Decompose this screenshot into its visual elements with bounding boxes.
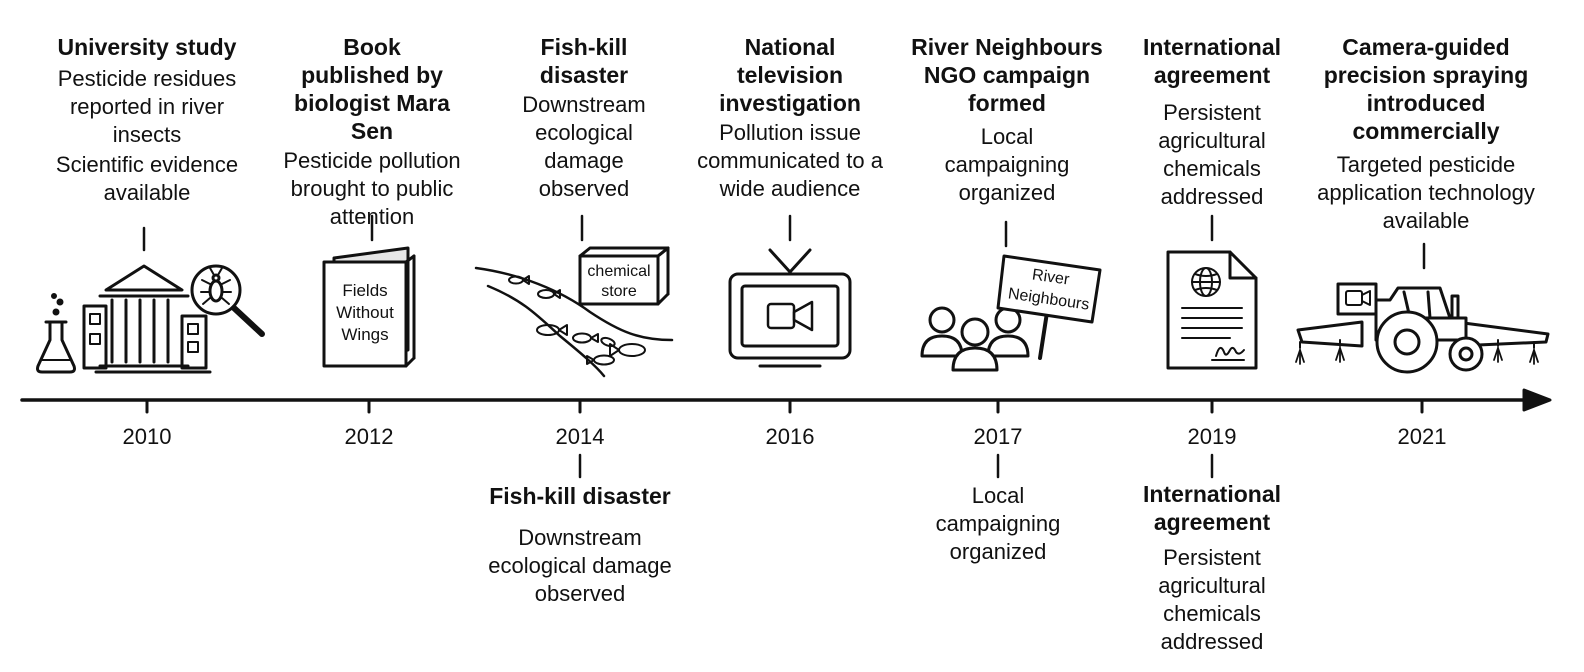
event-2017-text: River Neighbours NGO campaign formed Loc… (902, 33, 1112, 207)
below-2019-title: International agreement (1142, 481, 1281, 535)
university-lab-icon (36, 264, 265, 374)
below-2019-text: International agreement Persistent agric… (1122, 480, 1302, 656)
fish-icon (508, 275, 646, 366)
axis-ticks (145, 398, 1424, 414)
event-2014-text: Fish-kill disaster Downstream ecological… (494, 33, 674, 203)
book-title-line-3: Wings (341, 325, 388, 344)
event-2021-title: Camera-guided precision spraying introdu… (1323, 34, 1529, 144)
magnifier-insect-icon (190, 264, 265, 337)
year-label-2010: 2010 (122, 424, 172, 449)
book-title-line-2: Without (336, 303, 394, 322)
below-2014-text: Fish-kill disaster Downstream ecological… (470, 482, 690, 608)
event-2019-line-1: Persistent agricultural chemicals addres… (1158, 100, 1266, 209)
document-text-lines (1181, 307, 1243, 339)
flask-icon (36, 293, 76, 374)
year-label-2016: 2016 (765, 424, 815, 449)
below-2014-desc: Downstream ecological damage observed (488, 525, 672, 606)
year-label-2017: 2017 (973, 424, 1023, 449)
chemical-store-label-line-2: store (601, 283, 637, 300)
chemical-store-icon: chemical store (578, 246, 670, 306)
television-icon (728, 248, 852, 368)
video-camera-icon (766, 302, 796, 330)
year-label-2019: 2019 (1187, 424, 1237, 449)
connector-lines-above (142, 214, 1426, 270)
river-fish-icon (474, 266, 674, 378)
book-icon: Fields Without Wings (322, 246, 416, 368)
globe-icon (1191, 267, 1221, 297)
year-label-2012: 2012 (344, 424, 394, 449)
campaign-sign-icon: River Neighbours (996, 254, 1102, 360)
event-2016-title: National television investigation (719, 34, 861, 116)
book-title-line-1: Fields (342, 281, 387, 300)
sign-label-line-1: River (1031, 267, 1071, 289)
event-2021-line-1: Targeted pesticide application technolog… (1317, 152, 1535, 233)
people-icon (920, 306, 1030, 372)
connector-lines-below (578, 453, 1214, 479)
event-2021-text: Camera-guided precision spraying introdu… (1296, 33, 1556, 235)
event-2010-title: University study (57, 34, 237, 60)
agreement-document-icon (1166, 250, 1258, 370)
event-2012-title: Book published by biologist Mara Sen (294, 34, 450, 144)
event-2019-text: International agreement Persistent agric… (1127, 33, 1297, 211)
ngo-campaign-icon: River Neighbours (920, 254, 1102, 372)
event-2014-line-1: Downstream ecological damage observed (522, 92, 646, 201)
spray-nozzles (1295, 347, 1539, 365)
axis-arrowhead (1522, 388, 1552, 412)
event-2010-line-1: Pesticide residues reported in river ins… (57, 66, 237, 147)
event-2016-text: National television investigation Pollut… (690, 33, 890, 203)
signature-icon (1215, 346, 1245, 357)
below-2017-text: Local campaigning organized (920, 482, 1076, 566)
precision-sprayer-tractor-icon (1295, 282, 1550, 374)
event-2010-line-2: Scientific evidence available (55, 152, 239, 205)
below-2017-desc: Local campaigning organized (935, 483, 1061, 564)
below-2014-title: Fish-kill disaster (489, 483, 671, 509)
below-2019-desc: Persistent agricultural chemicals addres… (1158, 545, 1266, 654)
event-2017-line-1: Local campaigning organized (944, 124, 1070, 205)
event-2010-text: University study Pesticide residues repo… (22, 33, 272, 207)
university-building-icon (82, 264, 212, 374)
event-2019-title: International agreement (1142, 34, 1281, 88)
event-2016-line-1: Pollution issue communicated to a wide a… (697, 120, 883, 201)
chemical-store-label-line-1: chemical (587, 263, 650, 280)
event-2014-title: Fish-kill disaster (539, 34, 629, 88)
year-label-2014: 2014 (555, 424, 605, 449)
event-2017-title: River Neighbours NGO campaign formed (911, 34, 1103, 116)
year-label-2021: 2021 (1397, 424, 1447, 449)
